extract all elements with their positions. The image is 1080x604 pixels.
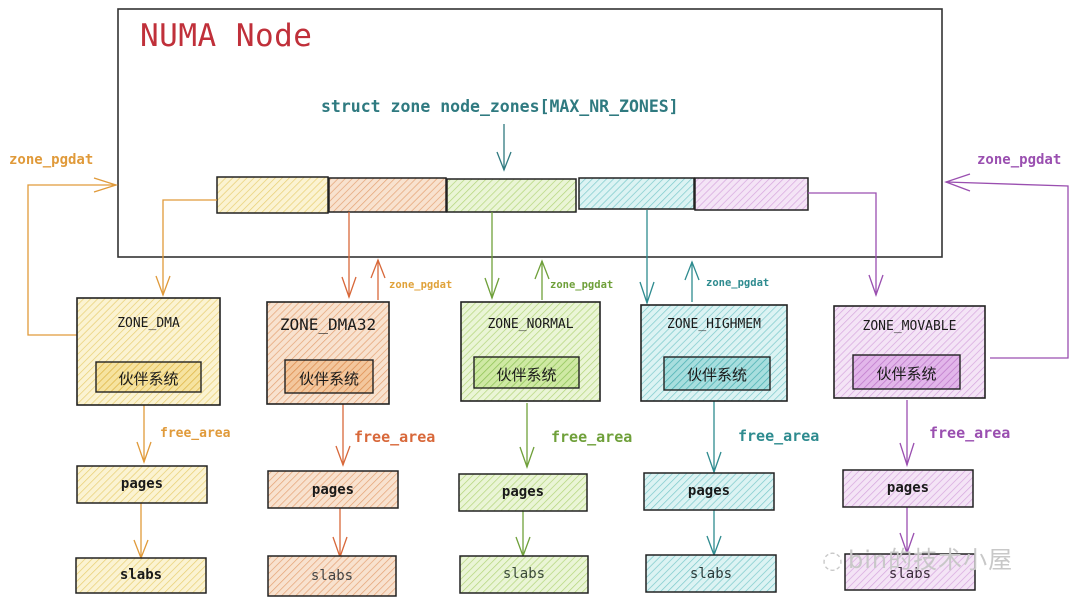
buddy-label-dma: 伙伴系统: [118, 370, 179, 388]
free-area-label-movable: free_area: [929, 424, 1011, 442]
pgdat-label-dma: zone_pgdat: [9, 152, 94, 168]
zone-highmem-group: [640, 304, 788, 593]
pgdat-label-highmem: zone_pgdat: [706, 277, 770, 289]
array-cell-normal[interactable]: [446, 178, 577, 213]
node-zones-array: [216, 176, 809, 214]
pages-label-normal: pages: [501, 484, 545, 500]
zone-dma32-buddy-box[interactable]: [284, 359, 374, 394]
free-area-label-normal: free_area: [551, 428, 633, 446]
zone-movable-group: [833, 305, 986, 591]
zone-normal-slabs-box[interactable]: [459, 555, 589, 594]
zone-name-dma: ZONE_DMA: [117, 316, 180, 331]
zone-normal-buddy-box[interactable]: [473, 356, 580, 389]
numa-node-title: NUMA Node: [140, 18, 313, 54]
slabs-label-movable: slabs: [888, 566, 932, 582]
zone-normal-group: [458, 301, 601, 594]
zone-dma-pages-box[interactable]: [76, 465, 208, 504]
free-area-label-highmem: free_area: [738, 427, 820, 445]
normal-connectors: [484, 212, 550, 558]
pages-label-highmem: pages: [687, 483, 731, 499]
zone-name-highmem: ZONE_HIGHMEM: [667, 317, 761, 332]
struct-arrow: [496, 124, 512, 172]
zone-name-movable: ZONE_MOVABLE: [862, 319, 957, 334]
buddy-label-normal: 伙伴系统: [496, 366, 557, 384]
wechat-icon: ◌: [822, 546, 844, 574]
zone-highmem-slabs-box[interactable]: [645, 554, 777, 593]
free-area-label-dma32: free_area: [354, 428, 436, 446]
zone-name-dma32: ZONE_DMA32: [279, 315, 377, 334]
slabs-label-normal: slabs: [502, 566, 546, 582]
watermark: ◌bin的技术小屋: [822, 540, 1013, 575]
slabs-label-dma: slabs: [119, 567, 163, 583]
pages-label-movable: pages: [886, 480, 930, 496]
array-cell-highmem[interactable]: [578, 177, 695, 210]
pgdat-label-movable: zone_pgdat: [977, 152, 1062, 168]
array-cell-dma32[interactable]: [328, 177, 447, 213]
zone-name-normal: ZONE_NORMAL: [487, 317, 574, 332]
free-area-label-dma: free_area: [160, 426, 231, 441]
zone-movable-pages-box[interactable]: [842, 469, 974, 508]
zone-dma32-pages-box[interactable]: [267, 470, 399, 509]
buddy-label-highmem: 伙伴系统: [686, 366, 747, 384]
zone-movable-slabs-box[interactable]: [844, 553, 976, 591]
pgdat-label-dma32: zone_pgdat: [389, 279, 453, 291]
slabs-label-highmem: slabs: [689, 566, 733, 582]
zone-dma-buddy-box[interactable]: [95, 361, 202, 393]
buddy-label-dma32: 伙伴系统: [298, 370, 359, 388]
buddy-label-movable: 伙伴系统: [876, 365, 937, 383]
watermark-text: bin的技术小屋: [847, 546, 1014, 574]
zone-highmem-buddy-box[interactable]: [663, 356, 771, 391]
pgdat-label-normal: zone_pgdat: [550, 279, 614, 291]
pages-label-dma32: pages: [311, 482, 355, 498]
movable-connectors: [808, 173, 1069, 555]
zone-dma-slabs-box[interactable]: [75, 557, 207, 594]
slabs-label-dma32: slabs: [310, 568, 354, 584]
zone-dma32-group: [266, 301, 399, 597]
zone-highmem-pages-box[interactable]: [643, 472, 775, 511]
struct-label: struct zone node_zones[MAX_NR_ZONES]: [321, 97, 679, 116]
array-cell-movable[interactable]: [694, 177, 809, 211]
zone-dma-group: [75, 297, 221, 594]
array-cell-dma[interactable]: [216, 176, 329, 214]
pages-label-dma: pages: [120, 476, 164, 492]
zone-normal-pages-box[interactable]: [458, 473, 588, 512]
zone-dma32-slabs-box[interactable]: [267, 555, 397, 597]
zone-movable-buddy-box[interactable]: [852, 354, 961, 390]
numa-node-frame: [117, 8, 943, 258]
